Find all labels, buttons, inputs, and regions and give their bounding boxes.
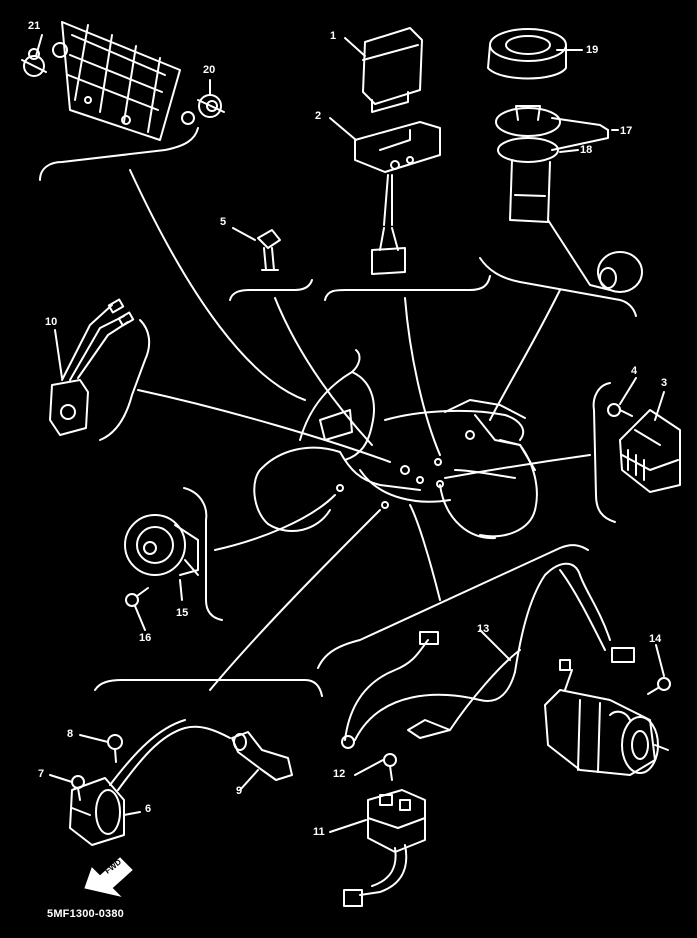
callout-13: 13 [477,623,490,635]
fitting-21 [21,48,47,77]
regulator-3 [619,409,681,493]
callout-10: 10 [45,316,58,328]
drawing-code: 5MF1300-0380 [47,908,125,920]
callout-19: 19 [586,44,599,56]
callout-8: 8 [67,728,74,740]
ignition-coil-6 [69,719,231,846]
callout-9: 9 [236,785,243,797]
callout-15: 15 [176,607,189,619]
bolt-7 [71,775,85,801]
callout-3: 3 [661,377,668,389]
callout-17: 17 [620,125,633,137]
callout-20: 20 [203,64,216,76]
group-brackets [39,127,637,697]
relay-module [362,27,423,113]
fitting-20 [197,94,225,118]
horn-grille-assembly [52,21,195,141]
callout-7: 7 [38,768,45,780]
leader-lines [129,169,591,691]
callout-18: 18 [580,144,593,156]
relay-bracket [354,121,441,275]
horn-15 [124,514,199,576]
motorcycle-outline [253,349,538,540]
screw-14 [647,677,671,695]
bolt-5 [257,229,281,271]
callout-leaders [35,34,665,833]
starter-motor [544,689,669,776]
callout-16: 16 [139,632,152,644]
screw-4 [607,403,633,417]
fwd-direction-arrow [84,857,133,897]
callout-14: 14 [649,633,662,645]
callout-11: 11 [313,826,325,838]
callout-4: 4 [631,365,638,377]
callout-6: 6 [145,803,152,815]
bolt-16 [125,587,149,607]
callout-5: 5 [220,216,227,228]
callout-21: 21 [28,20,41,32]
bolt-12 [383,753,397,781]
switch-10 [49,298,135,436]
bolt-8 [107,734,123,763]
fuel-pump-assembly [487,28,643,293]
callout-12: 12 [333,768,346,780]
plug-cap-9 [231,731,293,781]
relay-11 [343,789,426,907]
callout-1: 1 [330,30,337,42]
harness-13 [341,562,635,749]
callout-2: 2 [315,110,322,122]
